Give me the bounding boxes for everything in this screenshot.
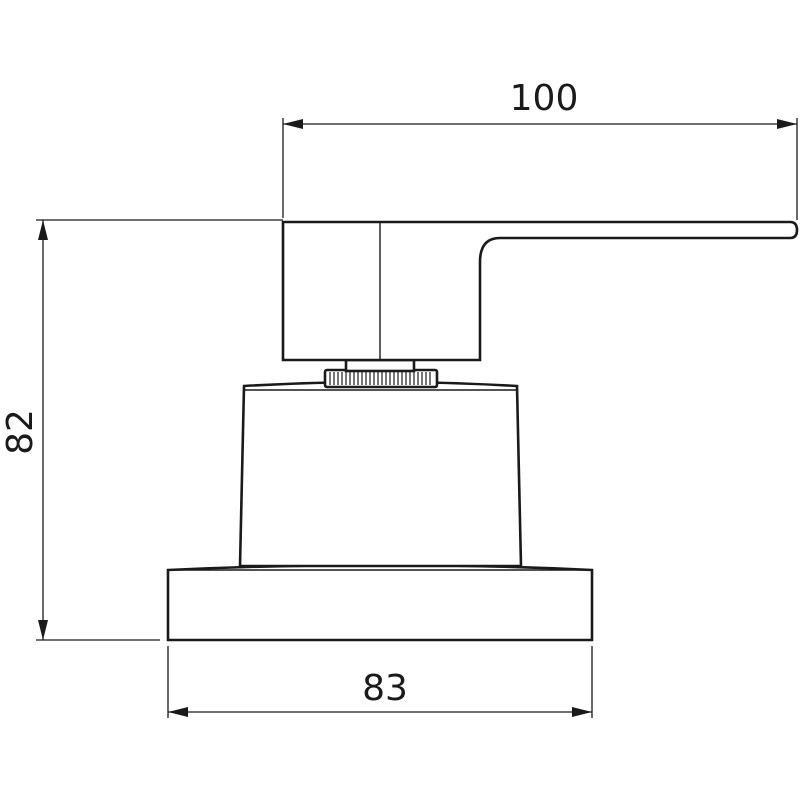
lever-handle [281,220,799,362]
dimension-width-bottom-label: 83 [362,668,408,709]
arrow-down-icon [38,620,48,640]
dimension-left: 82 [0,219,283,641]
arrow-left-icon [283,119,303,129]
dimension-height-label: 82 [0,409,41,455]
arrow-right-icon [777,119,797,129]
arrow-left-icon [168,707,188,717]
dimension-bottom: 83 [167,646,593,718]
knurled-ring [323,358,439,389]
dimension-top: 100 [282,78,798,220]
arrow-right-icon [572,707,592,717]
base-plate [166,563,594,642]
arrow-up-icon [38,220,48,240]
dimension-width-top-label: 100 [510,78,579,119]
valve-body [238,380,523,568]
